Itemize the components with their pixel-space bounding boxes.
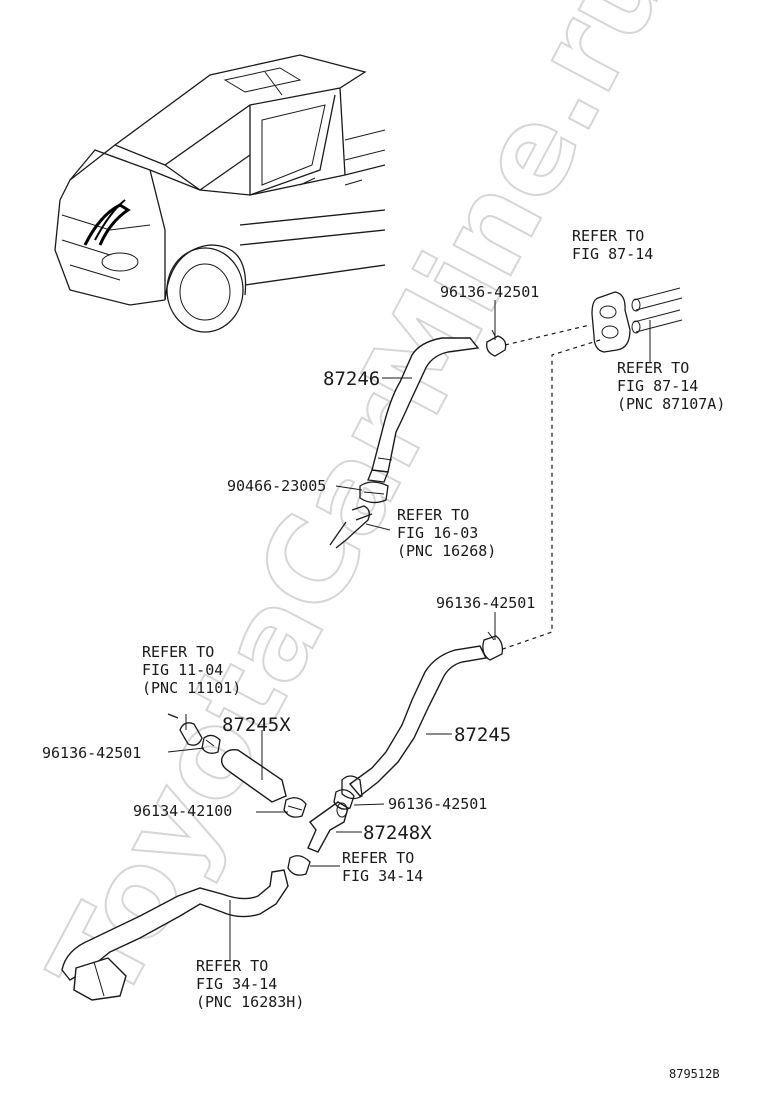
figure-id: 879512B (669, 1067, 720, 1081)
leader-lines (167, 300, 651, 960)
label-clamp-left: 96136-42501 (42, 744, 141, 762)
clamp-90466-23005 (359, 481, 389, 504)
label-hose-87245: 87245 (454, 724, 511, 746)
label-refer-fig1603-l1: REFER TO (397, 506, 469, 524)
label-refer-fig3414a-l2: FIG 34-14 (342, 867, 423, 885)
label-clamp-90466: 90466-23005 (227, 477, 326, 495)
label-refer-fig1603-l3: (PNC 16268) (397, 542, 496, 560)
label-refer-fig3414b-l3: (PNC 16283H) (196, 993, 304, 1011)
joint-87248x (283, 789, 355, 876)
part-labels: REFER TO FIG 87-14 96136-42501 REFER TO … (42, 227, 725, 1081)
label-hose-87245x: 87245X (222, 714, 291, 736)
hose-87245 (341, 631, 504, 800)
connection-lines (499, 324, 601, 651)
label-clamp-right: 96136-42501 (388, 795, 487, 813)
label-refer-fig1104-l2: FIG 11-04 (142, 661, 223, 679)
lower-hose (61, 869, 289, 1001)
pipe-fig-16-03 (329, 505, 373, 549)
label-clamp-mid: 96136-42501 (436, 594, 535, 612)
label-refer-fig1104-l3: (PNC 11101) (142, 679, 241, 697)
label-refer-fig3414a-l1: REFER TO (342, 849, 414, 867)
label-refer-fig8714-top-l2: FIG 87-14 (572, 245, 653, 263)
label-refer-fig1603-l2: FIG 16-03 (397, 524, 478, 542)
label-refer-fig3414b-l1: REFER TO (196, 957, 268, 975)
hose-87245x (167, 713, 287, 803)
vehicle-illustration (54, 54, 386, 333)
label-refer-fig3414b-l2: FIG 34-14 (196, 975, 277, 993)
label-hose-87246: 87246 (323, 368, 380, 390)
label-joint-87248x: 87248X (363, 822, 432, 844)
label-clamp-top: 96136-42501 (440, 283, 539, 301)
label-refer-fig8714-top-l1: REFER TO (572, 227, 644, 245)
label-refer-fig8714-pnc-l2: FIG 87-14 (617, 377, 698, 395)
label-refer-fig8714-pnc-l1: REFER TO (617, 359, 689, 377)
label-refer-fig1104-l1: REFER TO (142, 643, 214, 661)
heater-connector-block (591, 287, 683, 353)
label-refer-fig8714-pnc-l3: (PNC 87107A) (617, 395, 725, 413)
label-clamp-96134: 96134-42100 (133, 802, 232, 820)
